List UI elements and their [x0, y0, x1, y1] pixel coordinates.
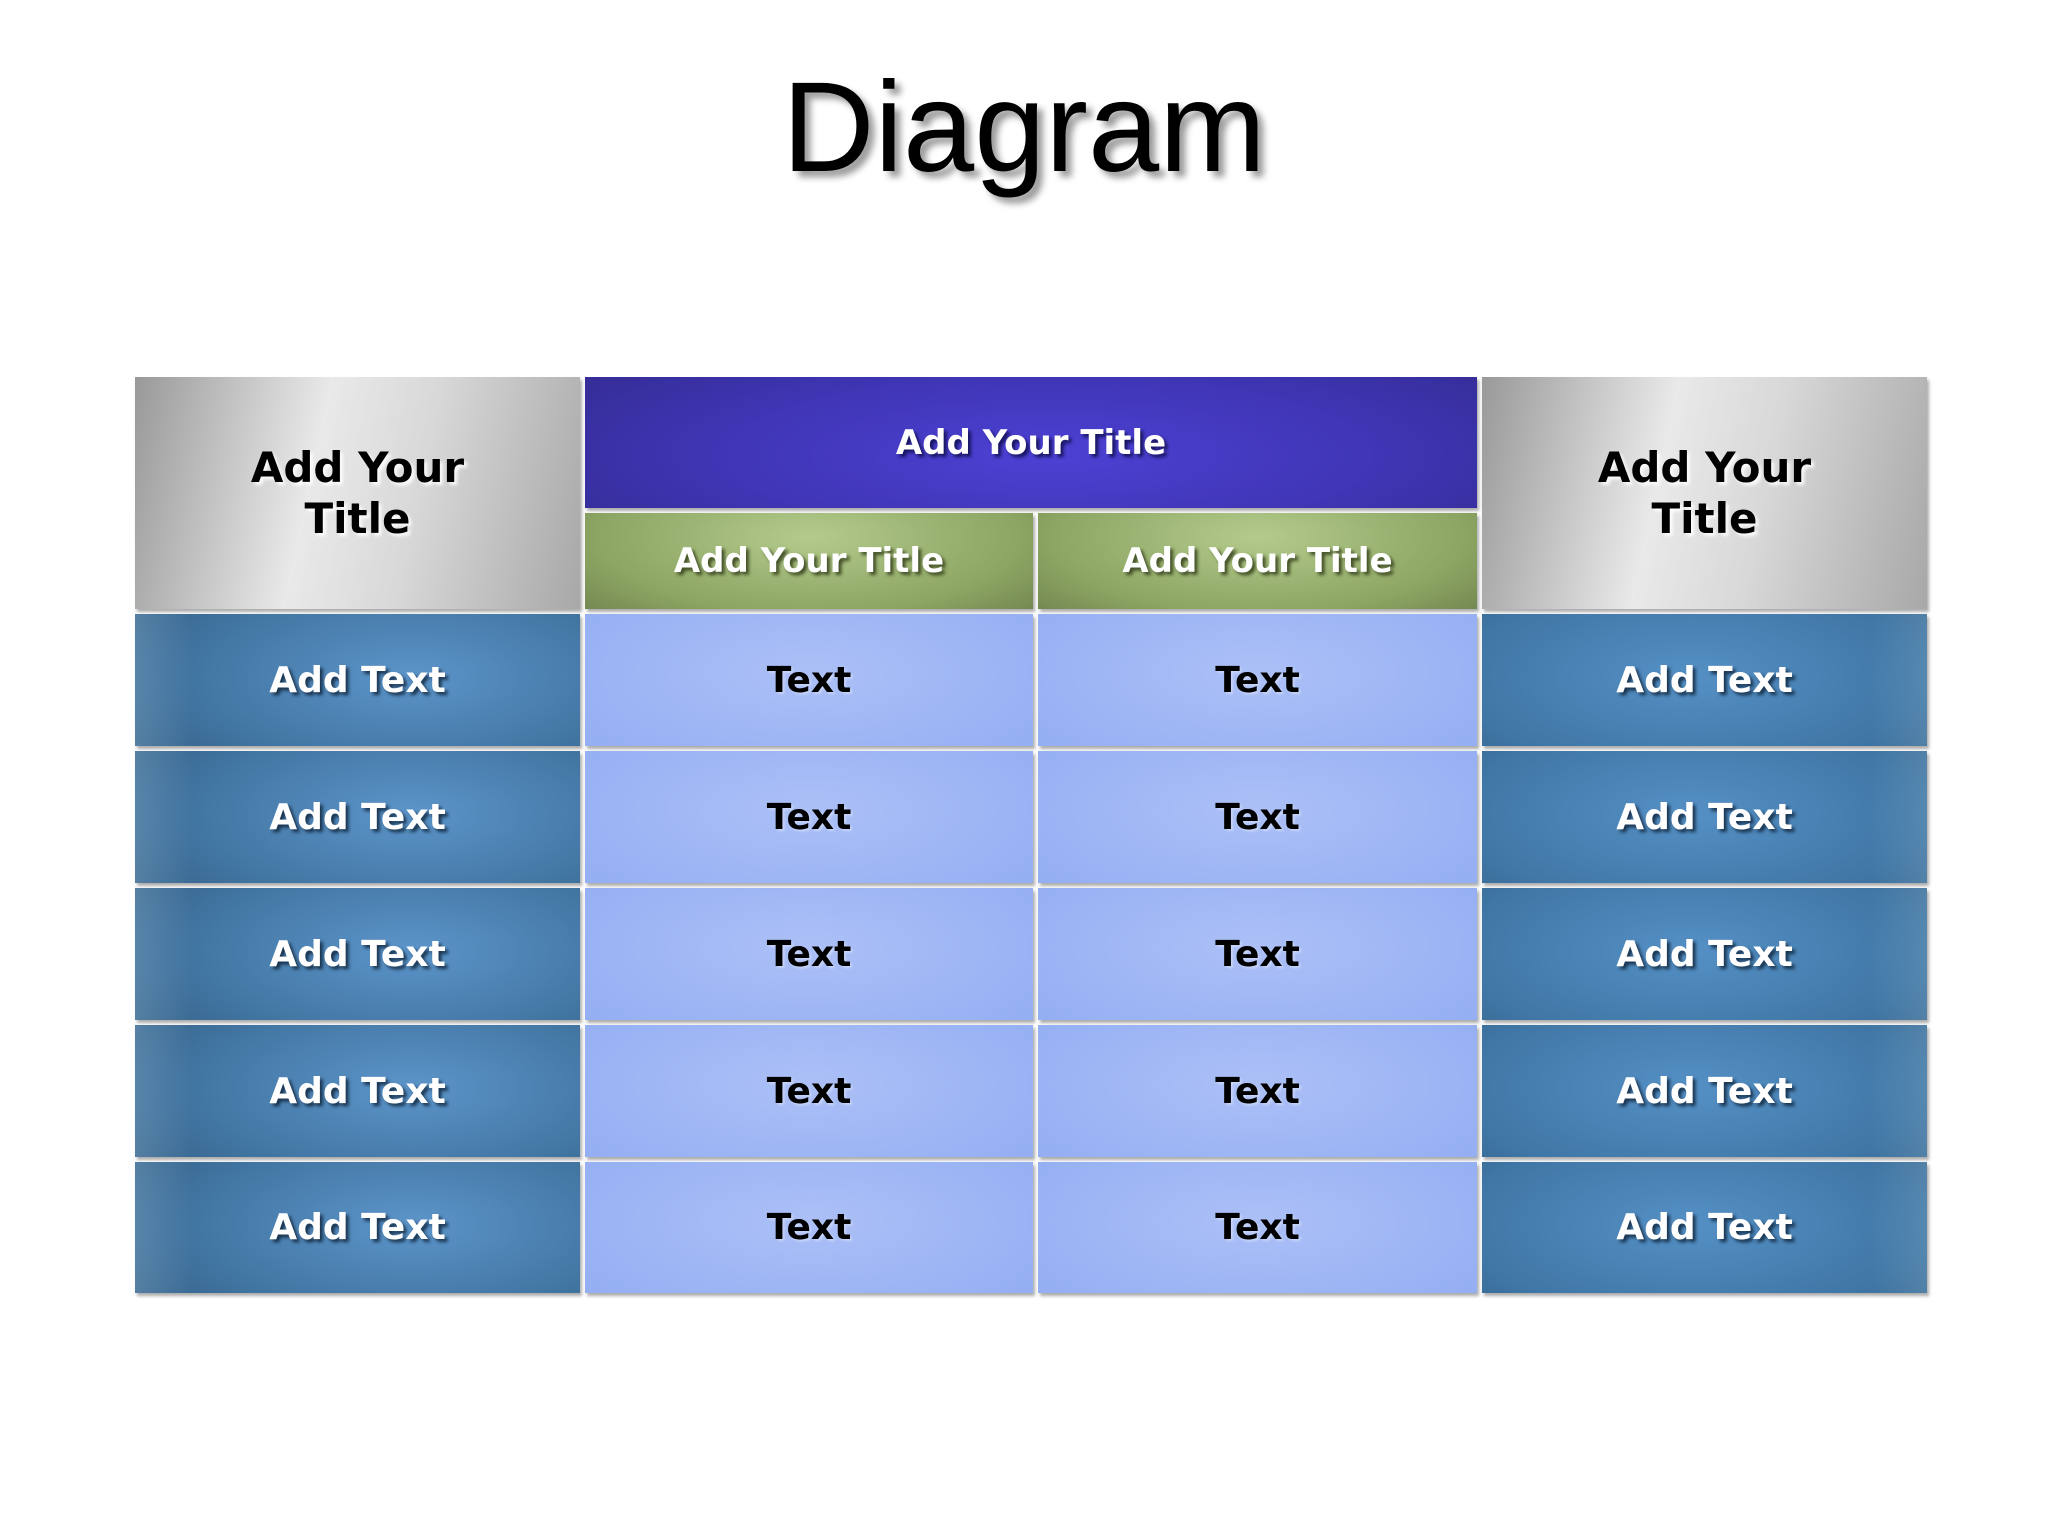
body-cell-r1-c3[interactable]: Text — [1038, 614, 1477, 746]
body-cell-label: Add Text — [1616, 1207, 1793, 1248]
body-cell-label: Add Text — [269, 933, 446, 975]
header-cell-left-label: Add Your Title — [250, 442, 465, 543]
body-cell-label: Add Text — [269, 1207, 446, 1248]
body-cell-label: Text — [1215, 1070, 1300, 1112]
body-cell-label: Add Text — [269, 1070, 446, 1112]
body-cell-label: Text — [1215, 796, 1300, 838]
body-cell-r3-c3[interactable]: Text — [1038, 888, 1477, 1020]
body-cell-label: Text — [1215, 659, 1300, 701]
subheader-cell-1[interactable]: Add Your Title — [585, 513, 1033, 609]
body-cell-r1-c2[interactable]: Text — [585, 614, 1033, 746]
subheader-cell-2-label: Add Your Title — [1122, 541, 1393, 581]
body-cell-r2-c2[interactable]: Text — [585, 751, 1033, 883]
header-cell-left[interactable]: Add Your Title — [135, 377, 580, 609]
header-cell-right-label: Add Your Title — [1597, 442, 1812, 543]
body-cell-r5-c3[interactable]: Text — [1038, 1162, 1477, 1293]
body-cell-label: Text — [766, 796, 852, 838]
body-cell-r3-c2[interactable]: Text — [585, 888, 1033, 1020]
body-cell-label: Add Text — [1616, 933, 1793, 975]
body-cell-label: Text — [1215, 933, 1300, 975]
header-cell-center[interactable]: Add Your Title — [585, 377, 1477, 508]
body-cell-r2-c3[interactable]: Text — [1038, 751, 1477, 883]
body-cell-r2-c4[interactable]: Add Text — [1482, 751, 1927, 883]
body-cell-label: Text — [766, 1207, 852, 1248]
body-cell-r1-c1[interactable]: Add Text — [135, 614, 580, 746]
header-cell-right[interactable]: Add Your Title — [1482, 377, 1927, 609]
page-title: Diagram — [782, 56, 1266, 199]
body-cell-r5-c1[interactable]: Add Text — [135, 1162, 580, 1293]
subheader-cell-1-label: Add Your Title — [673, 541, 945, 581]
body-cell-r4-c1[interactable]: Add Text — [135, 1025, 580, 1157]
subheader-cell-2[interactable]: Add Your Title — [1038, 513, 1477, 609]
body-cell-label: Add Text — [1616, 659, 1793, 701]
body-cell-label: Text — [766, 933, 852, 975]
body-cell-r4-c2[interactable]: Text — [585, 1025, 1033, 1157]
body-cell-r3-c4[interactable]: Add Text — [1482, 888, 1927, 1020]
body-cell-r5-c4[interactable]: Add Text — [1482, 1162, 1927, 1293]
body-cell-r4-c4[interactable]: Add Text — [1482, 1025, 1927, 1157]
body-cell-label: Add Text — [1616, 1070, 1793, 1112]
body-cell-label: Text — [1215, 1207, 1300, 1248]
body-cell-label: Text — [766, 659, 852, 701]
body-cell-label: Add Text — [269, 796, 446, 838]
body-cell-label: Add Text — [269, 659, 446, 701]
body-cell-r5-c2[interactable]: Text — [585, 1162, 1033, 1293]
body-cell-r3-c1[interactable]: Add Text — [135, 888, 580, 1020]
header-cell-center-label: Add Your Title — [895, 422, 1167, 463]
diagram-table: Add Your Title Add Your Title Add Your T… — [135, 377, 1927, 1293]
body-cell-label: Text — [766, 1070, 852, 1112]
body-cell-r2-c1[interactable]: Add Text — [135, 751, 580, 883]
body-cell-label: Add Text — [1616, 796, 1793, 838]
body-cell-r4-c3[interactable]: Text — [1038, 1025, 1477, 1157]
body-cell-r1-c4[interactable]: Add Text — [1482, 614, 1927, 746]
